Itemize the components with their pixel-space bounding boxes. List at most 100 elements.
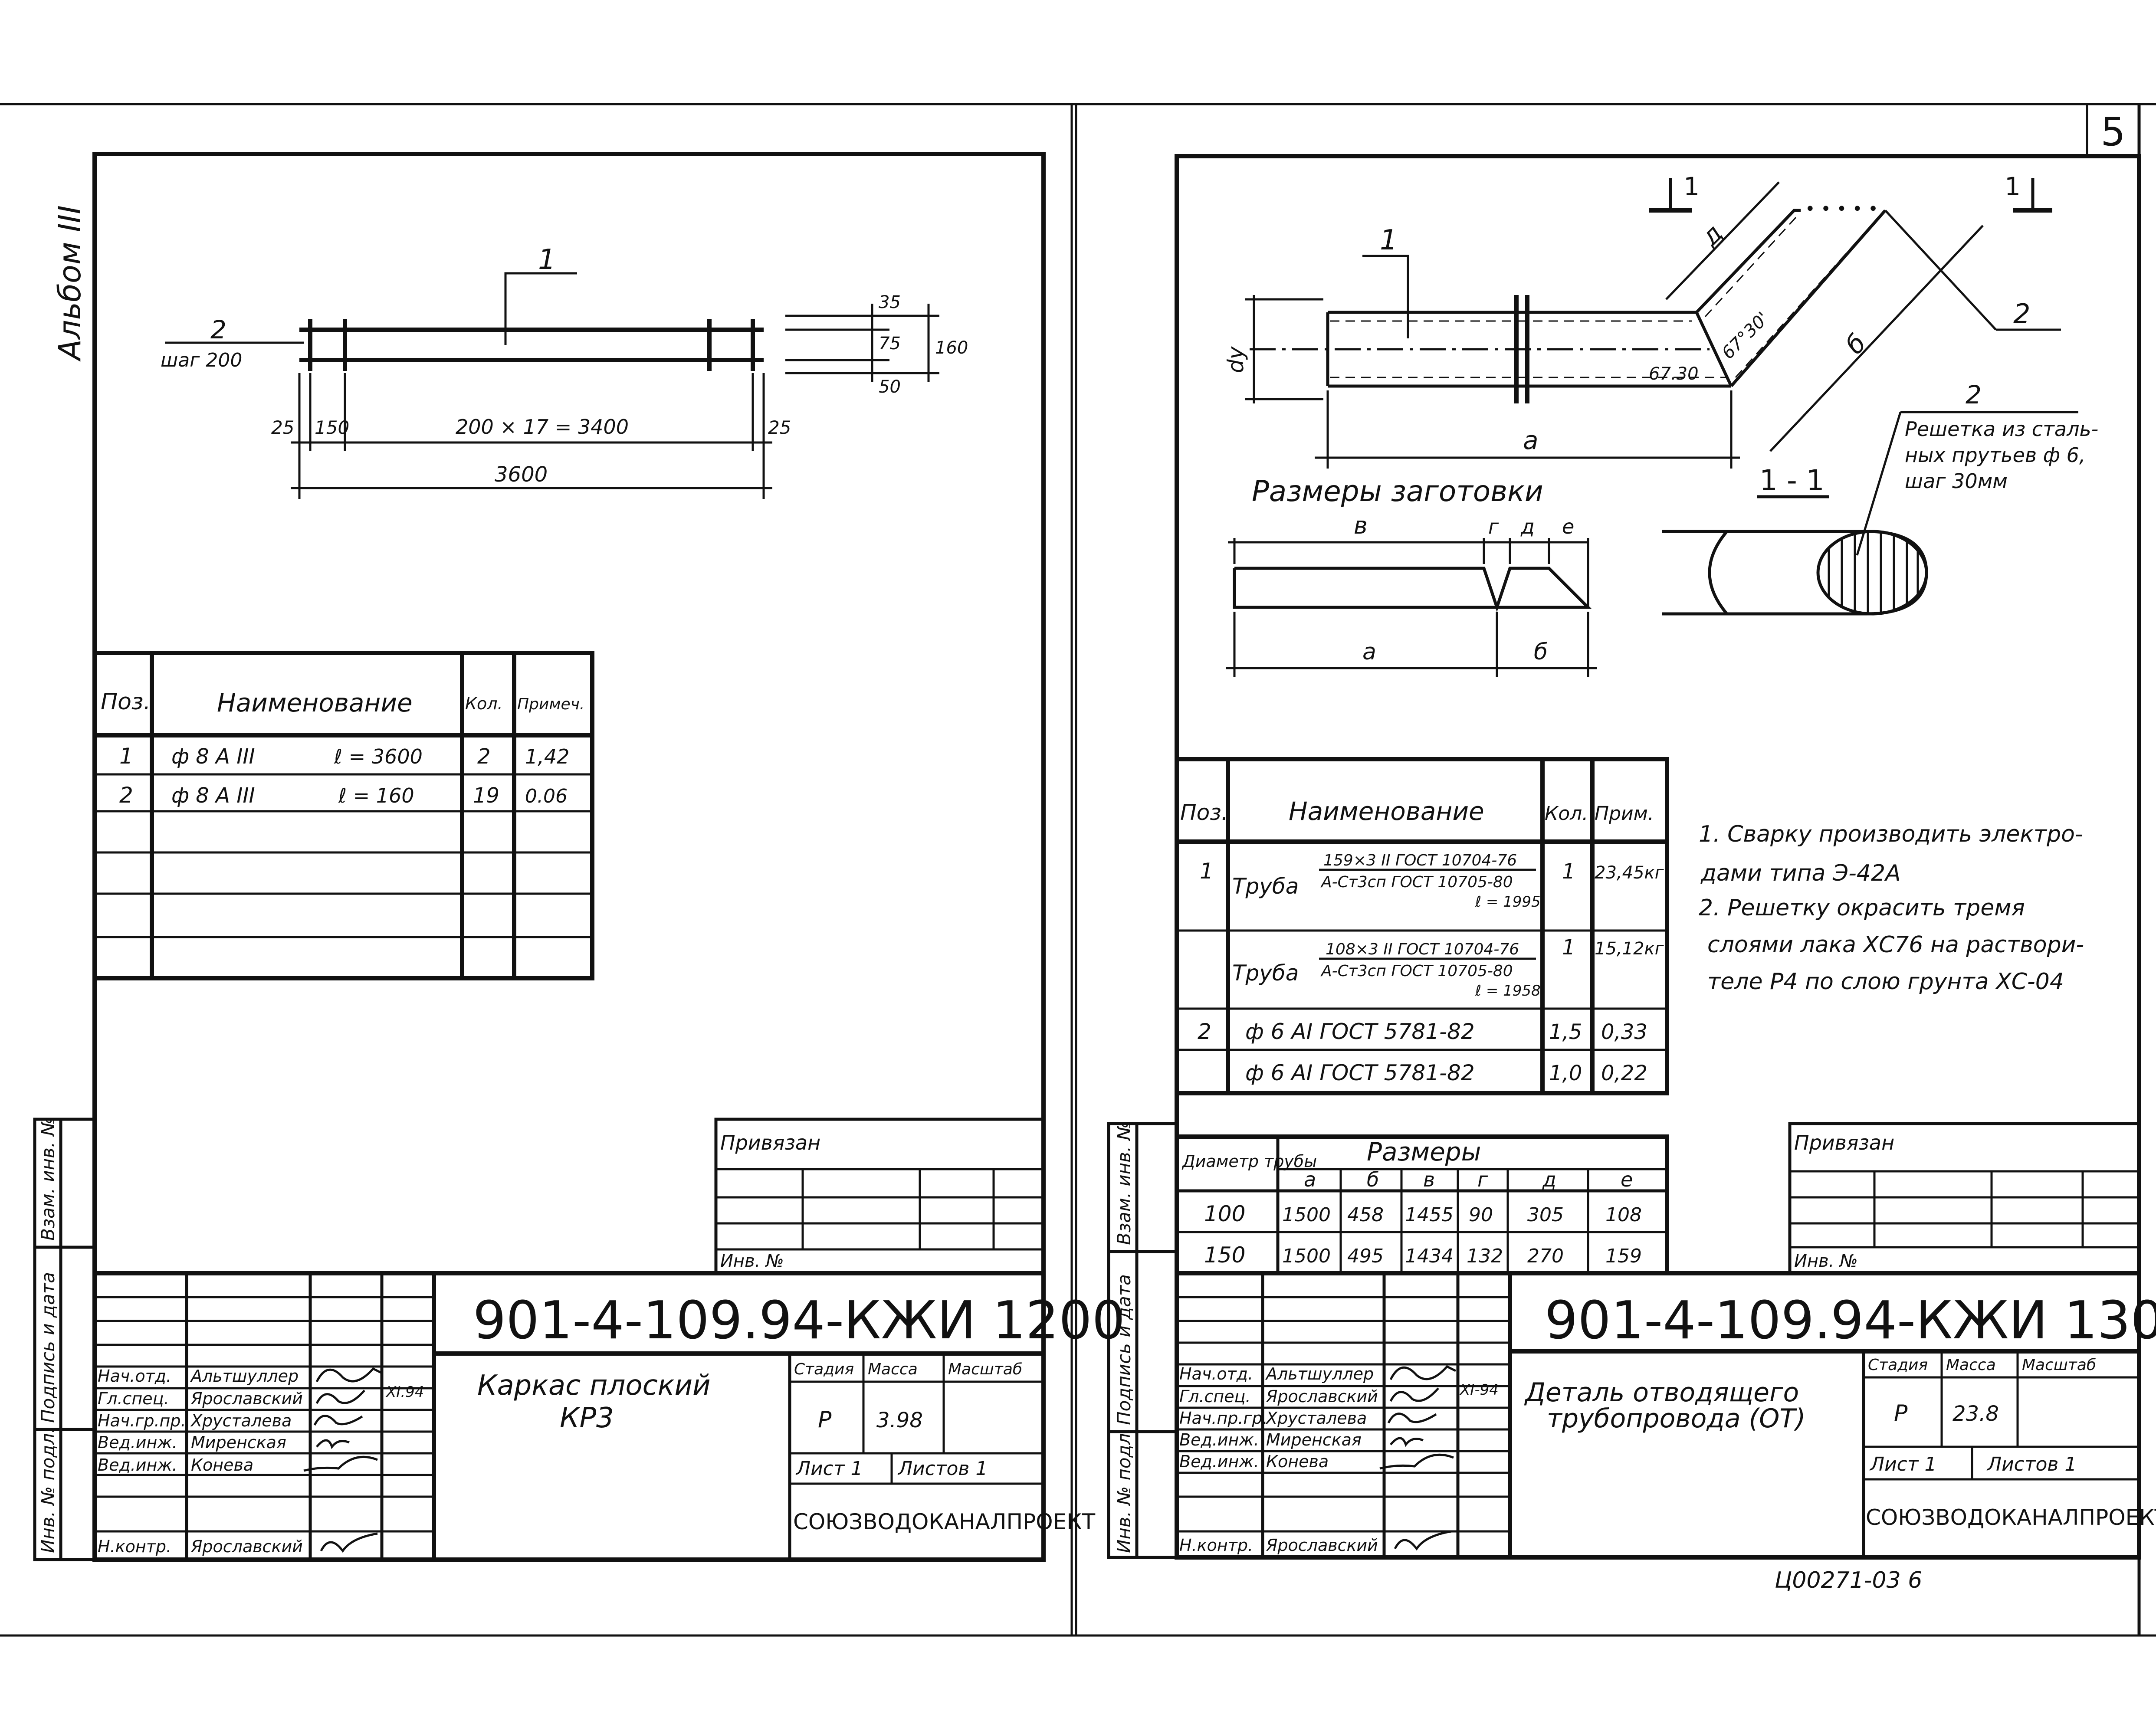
title-line-2: КР3 [560,1402,614,1434]
staff-role: Нач.отд. [1179,1364,1253,1383]
dims-col: а [1304,1168,1316,1191]
signatures [303,1367,383,1553]
cell-pos: 2 [119,783,133,808]
cell-val: 90 [1469,1204,1493,1226]
staff-role: Н.контр. [1179,1536,1253,1555]
cell-name: ф 8 А III [171,783,255,808]
cell-qty: 1 [1562,859,1575,884]
cell-spec2: А-Ст3сп ГОСТ 10705-80 [1320,873,1513,891]
dim-dy: dу [1223,346,1248,373]
side-label-inv: Инв. № подл. [37,1427,59,1553]
stage-value: Р [818,1407,832,1433]
cell-diam: 150 [1204,1242,1245,1268]
scale-header: Масштаб [948,1360,1022,1378]
drawing-code: 901-4-109.94-КЖИ 1200 [473,1291,1125,1351]
staff-name: Альтшуллер [190,1367,299,1386]
signatures [1379,1365,1457,1551]
staff-name: Ярославский [1266,1387,1378,1406]
grid-note-3: шаг 30мм [1905,469,2008,493]
col-name: Наименование [217,688,413,718]
staff-role: Вед.инж. [98,1433,177,1452]
cell-val: 495 [1347,1245,1384,1267]
cell-qty: 19 [473,783,499,808]
table-row: 2 ф 8 А III ℓ = 160 19 0.06 [119,783,568,808]
dim-25-right: 25 [768,417,791,438]
cell-name: ф 6 АI ГОСТ 5781-82 [1245,1019,1475,1044]
sign-date: XI.94 [385,1383,424,1401]
table-row: ф 6 АI ГОСТ 5781-82 1,0 0,22 [1245,1060,1647,1085]
dim-75: 75 [879,334,901,354]
staff-name: Конева [1266,1452,1329,1471]
sheet-no: Лист 1 [1869,1453,1936,1475]
staff-role: Вед.инж. [1179,1430,1259,1449]
left-side-strip: Взам. инв. № Подпись и дата Инв. № подл. [33,1117,96,1561]
side-label-replace: Взам. инв. № [1113,1121,1135,1245]
left-title-block: Привязан Инв. № 90 [92,1118,1125,1562]
col-note: Примеч. [517,695,584,713]
section-title: 1 - 1 [1759,464,1825,497]
cell-val: 159 [1605,1245,1642,1267]
table-row: 100 1500 458 1455 90 305 108 [1204,1201,1642,1226]
cell-note: 0,33 [1601,1020,1647,1044]
staff-name: Альтшуллер [1265,1364,1374,1383]
cell-note: 23,45кг [1595,863,1664,883]
blank-b: б [1534,639,1548,665]
cell-name: Труба [1232,960,1299,986]
table-row: 2 ф 6 АI ГОСТ 5781-82 1,5 0,33 [1198,1019,1647,1044]
callout-1: 1 [1380,224,1398,256]
grid-hatching [1828,532,1919,613]
grid-dots: • • • • • [1805,199,1878,219]
cell-val: 1434 [1405,1245,1454,1267]
cell-spec1: 108×3 II ГОСТ 10704-76 [1326,941,1519,958]
cell-spec3: ℓ = 1958 [1475,982,1541,1000]
note-line: 1. Сварку производить электро- [1699,821,2083,847]
cell-spec1: 159×3 II ГОСТ 10704-76 [1323,852,1517,869]
bound-label: Привязан [720,1131,820,1154]
title-line-1: Каркас плоский [477,1370,711,1402]
sheets-total: Листов 1 [897,1458,988,1480]
title-line-1: Деталь отводящего [1524,1377,1799,1408]
blank-d: д [1520,515,1535,538]
staff-role: Гл.спец. [98,1389,169,1408]
dim-total: 3600 [495,462,548,487]
pitch-label: шаг 200 [161,349,242,371]
grid-note-2: ных прутьев ф 6, [1905,443,2086,467]
staff-role: Нач.пр.гр. [1179,1409,1268,1428]
blank-sizes-drawing: Размеры заготовки в г д е а б [1226,475,1597,677]
dim-a: а [1523,426,1539,455]
page-number: 5 [2100,109,2125,155]
staff-role: Нач.гр.пр. [98,1411,186,1430]
dims-header-sizes: Размеры [1367,1137,1481,1167]
col-qty: Кол. [1545,803,1588,825]
stage-value: Р [1894,1400,1908,1426]
cell-name: ф 8 А III [171,744,255,769]
grid-note-1: Решетка из сталь- [1905,417,2098,441]
cell-val: 1455 [1405,1204,1454,1226]
cell-note: 0,22 [1601,1061,1647,1085]
section-mark-left: 1 [1683,172,1700,201]
callout-2b: 2 [1966,380,1982,410]
note-line: теле Р4 по слою грунта ХС-04 [1707,969,2064,995]
cell-qty: 1,5 [1549,1020,1582,1044]
table-row: 1 Труба 159×3 II ГОСТ 10704-76 А-Ст3сп Г… [1200,852,1664,911]
cell-length: ℓ = 160 [338,784,414,807]
cell-spec3: ℓ = 1995 [1475,893,1541,911]
dim-35: 35 [879,292,901,312]
cell-qty: 1,0 [1549,1061,1582,1085]
dims-col: б [1367,1168,1379,1191]
cell-name: ф 6 АI ГОСТ 5781-82 [1245,1060,1475,1085]
blank-a: а [1362,639,1376,665]
blank-v: в [1354,512,1368,539]
col-pos: Поз. [101,689,151,715]
dims-col: в [1423,1168,1435,1191]
table-row: 1 ф 8 А III ℓ = 3600 2 1,42 [119,744,569,769]
mass-value: 23.8 [1953,1402,1999,1426]
dim-150: 150 [315,417,349,438]
cell-note: 0.06 [525,785,568,807]
notes: 1. Сварку производить электро- дами типа… [1699,821,2084,995]
cell-diam: 100 [1204,1201,1245,1226]
staff-name: Ярославский [190,1537,303,1556]
table-row: Труба 108×3 II ГОСТ 10704-76 А-Ст3сп ГОС… [1232,935,1664,1000]
dim-160: 160 [935,338,968,358]
